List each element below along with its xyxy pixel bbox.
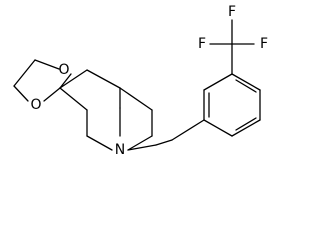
bond-c-down-n — [86, 135, 113, 151]
bond-spiro-c-up — [59, 69, 88, 89]
bond-ch2-o-bottom — [13, 85, 29, 102]
oxygen-atom-top: O — [58, 62, 69, 78]
bond-aryl-ch2 — [171, 119, 205, 141]
bond-n-ch2 — [127, 144, 157, 151]
bond-ar-inner-c — [235, 117, 257, 131]
bond-ar-inner-b — [235, 79, 257, 93]
benzyl-linker — [127, 139, 173, 151]
oxygen-atom-bottom: O — [30, 97, 41, 113]
bond-spiro-c-down — [59, 87, 88, 111]
bond-o-top-ch2 — [34, 59, 60, 70]
nitrogen-atom: N — [115, 142, 125, 158]
bond-ar-3-4 — [231, 73, 261, 91]
chemical-structure: O O N F F F — [13, 4, 268, 158]
trifluoromethyl-group — [209, 19, 255, 75]
bond-ch2-ch2 — [13, 59, 36, 87]
bond-ring-close — [119, 87, 153, 111]
bond-ar-2-3 — [203, 73, 233, 91]
fluorine-atom-right: F — [260, 36, 268, 52]
bond-n-c-right — [127, 135, 153, 151]
bond-spiro-o-top — [59, 73, 72, 89]
fluorine-atom-middle: F — [228, 4, 236, 20]
bond-spiro-o-bottom — [43, 87, 61, 102]
bond-ar-5-6 — [231, 119, 261, 137]
bond-ch2-aryl — [155, 139, 173, 146]
bond-c-up-c-up — [86, 69, 121, 89]
benzene-ring — [171, 73, 261, 141]
fluorine-atom-left: F — [198, 36, 206, 52]
piperidine-ring — [59, 69, 153, 151]
dioxolane-ring — [13, 59, 72, 102]
bond-ar-6-1 — [203, 119, 233, 137]
